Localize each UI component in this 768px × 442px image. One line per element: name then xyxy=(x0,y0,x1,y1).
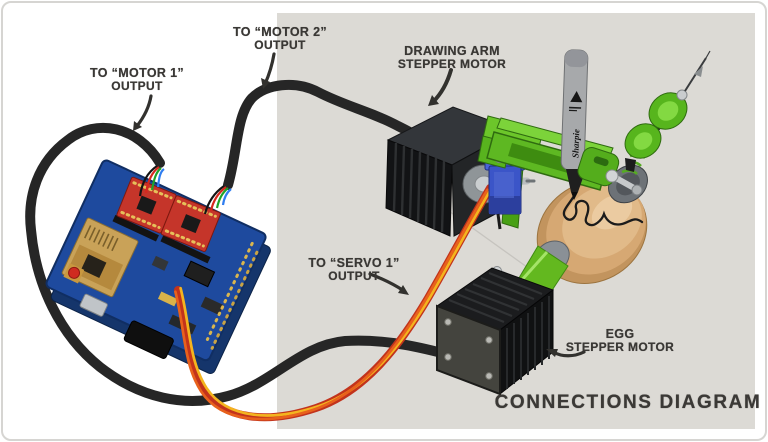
pen-brand-text: Sharpie xyxy=(570,129,581,158)
label-line: TO “MOTOR 1” xyxy=(89,66,185,80)
egg-stepper-motor xyxy=(435,267,555,396)
label-line: STEPPER MOTOR xyxy=(565,340,675,355)
wire-green xyxy=(150,167,162,191)
driver-pins xyxy=(176,199,217,218)
power-jack xyxy=(123,320,174,359)
motor1-arrowhead xyxy=(133,121,142,131)
wire-black xyxy=(203,185,225,215)
esp-antenna xyxy=(84,225,119,252)
label-motor2-output: TO “MOTOR 2” OUTPUT xyxy=(233,25,327,53)
driver-pins xyxy=(120,210,161,229)
label-line: OUTPUT xyxy=(328,269,380,284)
tailstock-pulleys xyxy=(608,50,711,204)
esp8266-module xyxy=(61,217,139,298)
label-line: TO “SERVO 1” xyxy=(308,256,400,270)
servo-1-wire xyxy=(174,184,494,422)
wire-black xyxy=(138,165,158,197)
wire-green xyxy=(215,187,229,209)
pen-body-group: Sharpie xyxy=(560,49,589,171)
driver-pins xyxy=(164,229,205,248)
label-line: OUTPUT xyxy=(111,79,163,94)
wire-blue xyxy=(156,168,165,188)
pen-logo-icon xyxy=(570,91,583,103)
wire-red xyxy=(144,166,160,194)
motor-ribs xyxy=(448,271,543,324)
screw xyxy=(485,372,493,380)
screw xyxy=(444,353,452,361)
egg-highlight xyxy=(591,194,633,230)
label-line: DRAWING ARM xyxy=(404,44,500,58)
gold-pads xyxy=(157,291,178,307)
wire-red xyxy=(209,186,227,212)
micro-usb-port xyxy=(79,293,108,317)
driver-pins xyxy=(132,181,173,200)
motor-2-cable xyxy=(223,79,427,190)
pivot-bolt-head xyxy=(605,169,619,183)
header-socket xyxy=(112,214,159,242)
pivot-nut xyxy=(631,184,643,196)
clamp-clip xyxy=(625,158,636,172)
label-line: EGG xyxy=(605,327,635,341)
servo-wire-orange xyxy=(174,188,489,421)
servo-lower xyxy=(489,196,521,214)
motor-ribs xyxy=(506,296,550,389)
label-drawing-arm-motor: DRAWING ARM STEPPER MOTOR xyxy=(398,44,506,72)
wire-blue xyxy=(221,188,232,206)
pen-clamp xyxy=(577,147,643,196)
label-motor1-output: TO “MOTOR 1” OUTPUT xyxy=(90,66,184,94)
pen-print-line xyxy=(568,109,577,112)
motor-face-plate xyxy=(436,304,501,396)
motor1-arrow xyxy=(135,94,153,128)
reset-button xyxy=(68,266,81,279)
pen-cap-top xyxy=(564,49,588,68)
ic-chip xyxy=(183,260,216,288)
motor-1-wires xyxy=(138,165,165,197)
stepper-driver-1 xyxy=(116,176,177,234)
pivot-bolt-shaft xyxy=(613,175,637,191)
wing-tab xyxy=(694,66,703,77)
coupler-highlight xyxy=(519,250,549,283)
esp-chip xyxy=(81,254,107,278)
egg-motor-arrowhead xyxy=(546,349,558,357)
clamp-slot xyxy=(593,156,609,167)
sharpie-pen: Sharpie xyxy=(560,49,589,200)
pen-point xyxy=(571,192,578,200)
drawing-arm-arrowhead xyxy=(428,95,439,106)
header-socket xyxy=(160,235,211,264)
label-line: STEPPER MOTOR xyxy=(397,57,507,72)
driver-chip xyxy=(180,214,201,234)
ic-chip xyxy=(200,296,224,315)
motor-ribs xyxy=(392,142,446,233)
rod-tip xyxy=(705,50,711,59)
screw xyxy=(444,318,452,326)
servo-wire-yellow xyxy=(179,184,494,417)
servo-panel xyxy=(494,172,514,198)
servo-pin xyxy=(496,213,502,230)
pulley-2-hub xyxy=(657,101,679,121)
annotation-arrows xyxy=(133,52,586,358)
component xyxy=(151,255,169,271)
motor2-arrow xyxy=(263,52,276,86)
driver-chip xyxy=(136,195,157,215)
label-line: OUTPUT xyxy=(254,38,306,53)
diagram-title: CONNECTIONS DIAGRAM xyxy=(494,392,762,413)
drawing-arm-arrow xyxy=(431,68,453,104)
pen-arm-assembly xyxy=(477,115,614,230)
servo-arrowhead xyxy=(398,285,409,295)
servo xyxy=(484,159,526,230)
label-line: TO “MOTOR 2” xyxy=(232,25,328,39)
motor-2-wires xyxy=(203,185,232,215)
motor-1-cable xyxy=(25,122,443,406)
tailstock-cone xyxy=(676,89,688,101)
label-servo1-output: TO “SERVO 1” OUTPUT xyxy=(308,256,399,284)
screw xyxy=(485,336,493,344)
label-egg-motor: EGG STEPPER MOTOR xyxy=(566,327,674,355)
pen-print-line xyxy=(569,106,582,109)
pen-squiggle xyxy=(562,194,644,227)
motor2-arrowhead xyxy=(261,78,270,89)
pulley-1-hub xyxy=(633,132,653,150)
